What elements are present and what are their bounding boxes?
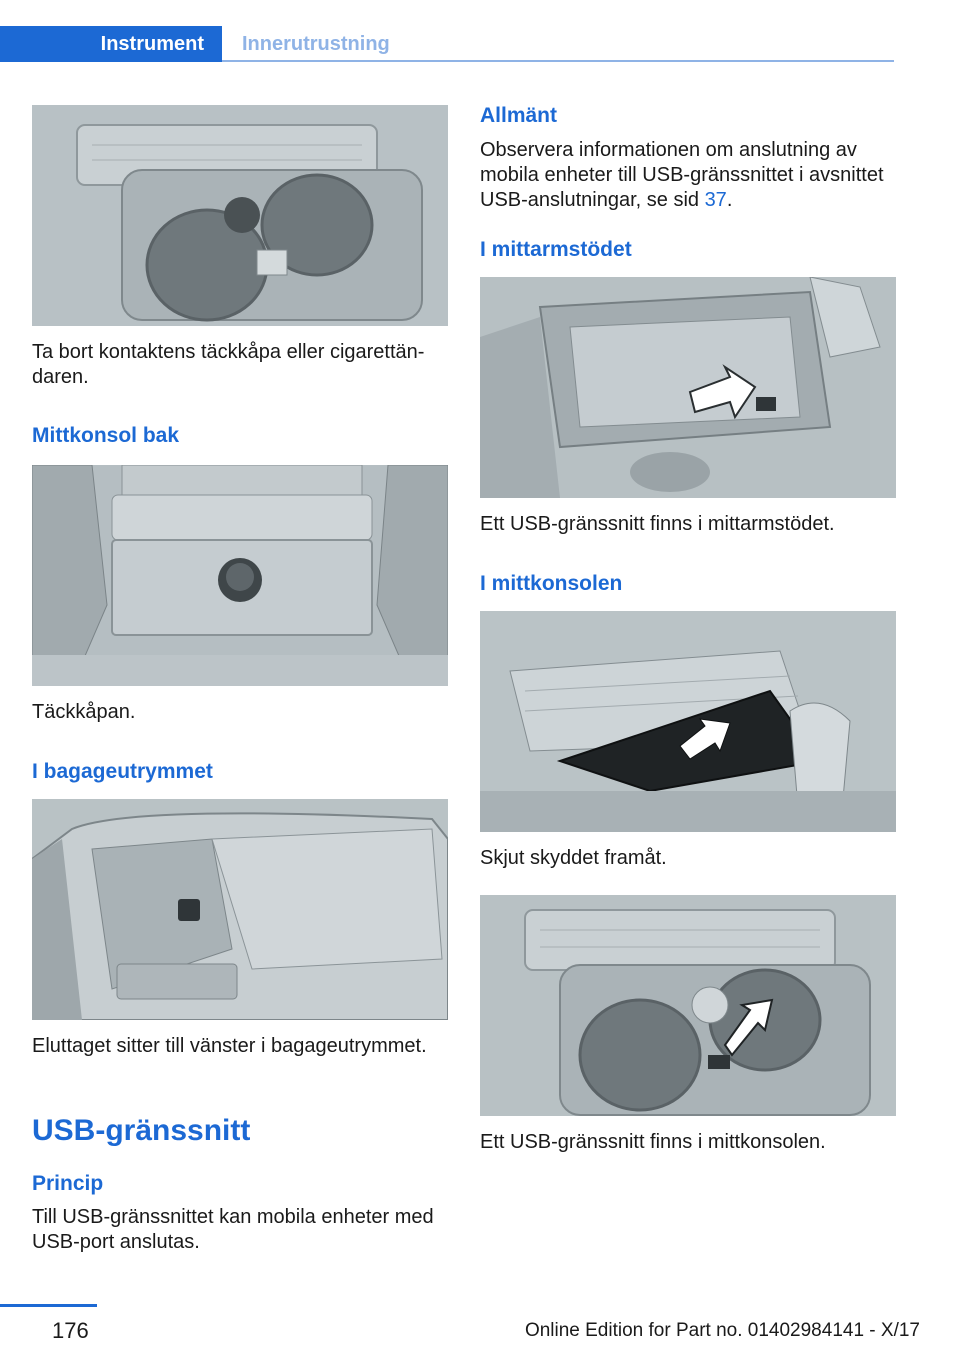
heading-princip: Princip (32, 1172, 104, 1195)
edition-info: Online Edition for Part no. 01402984141 … (524, 1320, 920, 1341)
heading-allmant: Allmänt (480, 104, 558, 127)
heading-i-mittarmstodet: I mittarmstödet (480, 238, 632, 261)
caption-console-usb: Ett USB-gränssnitt finns i mittkonsolen. (480, 1131, 826, 1153)
heading-i-mittkonsolen: I mittkonsolen (480, 572, 623, 595)
tab-innerutrustning[interactable]: Innerutrustning (242, 32, 390, 55)
figure-console-slide-cover (480, 611, 896, 832)
text-allmant-body: Observera informationen om anslutning av… (480, 139, 884, 211)
caption-slide-cover: Skjut skyddet framåt. (480, 847, 667, 869)
caption-socket-left: Eluttaget sitter till vänster i bagageut… (32, 1035, 427, 1057)
header-rule (222, 60, 894, 62)
heading-mittkonsol-bak: Mittkonsol bak (32, 424, 180, 447)
footer-rule (0, 1304, 97, 1307)
page-number: 176 (52, 1318, 89, 1343)
tab-instrument[interactable]: Instrument (0, 26, 222, 62)
section-title-usb: USB-gränssnitt (32, 1114, 251, 1147)
heading-i-bagageutrymmet: I bagageutrymmet (32, 760, 213, 783)
figure-trunk-socket (32, 799, 448, 1020)
figure-console-usb (480, 895, 896, 1116)
text-allmant-end: . (726, 189, 733, 211)
page-link-37[interactable]: 37 (704, 189, 727, 211)
caption-cover: Täckkåpan. (32, 701, 136, 723)
chapter-tabs: Instrument Innerutrustning (0, 26, 960, 62)
caption-armrest-usb: Ett USB-gränssnitt finns i mittarmstödet… (480, 513, 835, 535)
caption-remove-cover: Ta bort kontaktens täckkåpa eller cigare… (32, 341, 425, 388)
figure-armrest-usb (480, 277, 896, 498)
figure-rear-console (32, 465, 448, 686)
text-allmant: Observera informationen om anslutning av… (480, 138, 896, 213)
text-princip: Till USB-gränssnittet kan mobila enheter… (32, 1206, 434, 1253)
figure-cupholder-cigarette-lighter (32, 105, 448, 326)
